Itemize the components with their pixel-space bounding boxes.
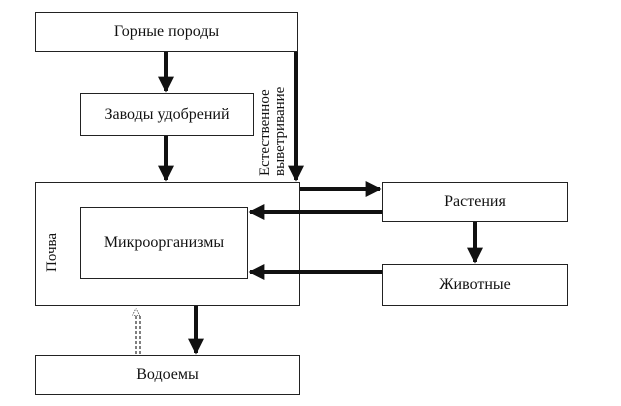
plants-box: Растения [382,182,568,222]
water-bodies-label: Водоемы [136,366,199,383]
microorganisms-label: Микроорганизмы [103,234,225,251]
plants-label: Растения [444,193,506,210]
animals-box: Животные [382,264,568,306]
fertilizer-plants-box: Заводы удобрений [80,93,254,136]
fertilizer-plants-label: Заводы удобрений [104,105,230,123]
arrow-water-bodies-to-soil-dashed [136,309,141,354]
rocks-box: Горные породы [35,12,298,52]
water-bodies-box: Водоемы [35,355,300,395]
microorganisms-box: Микроорганизмы [80,207,248,279]
animals-label: Животные [439,276,511,293]
rocks-label: Горные породы [113,23,220,40]
